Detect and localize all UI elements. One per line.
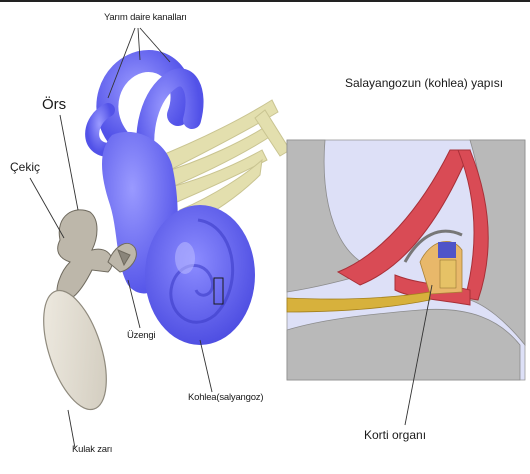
label-eardrum: Kulak zarı xyxy=(72,444,112,455)
cochlea-cross-section xyxy=(287,140,525,380)
label-incus: Örs xyxy=(42,96,66,113)
label-stapes: Üzengi xyxy=(127,330,155,341)
label-cochlea: Kohlea(salyangoz) xyxy=(188,392,263,403)
label-malleus: Çekiç xyxy=(10,160,40,174)
label-semicircular-canals: Yarım daire kanalları xyxy=(104,12,187,23)
label-cochlea-structure-title: Salayangozun (kohlea) yapısı xyxy=(345,76,503,90)
cochlea-shape xyxy=(145,205,255,345)
malleus-incus-shape xyxy=(57,210,112,301)
label-organ-of-corti: Korti organı xyxy=(364,428,426,442)
eardrum-shape xyxy=(31,283,119,417)
